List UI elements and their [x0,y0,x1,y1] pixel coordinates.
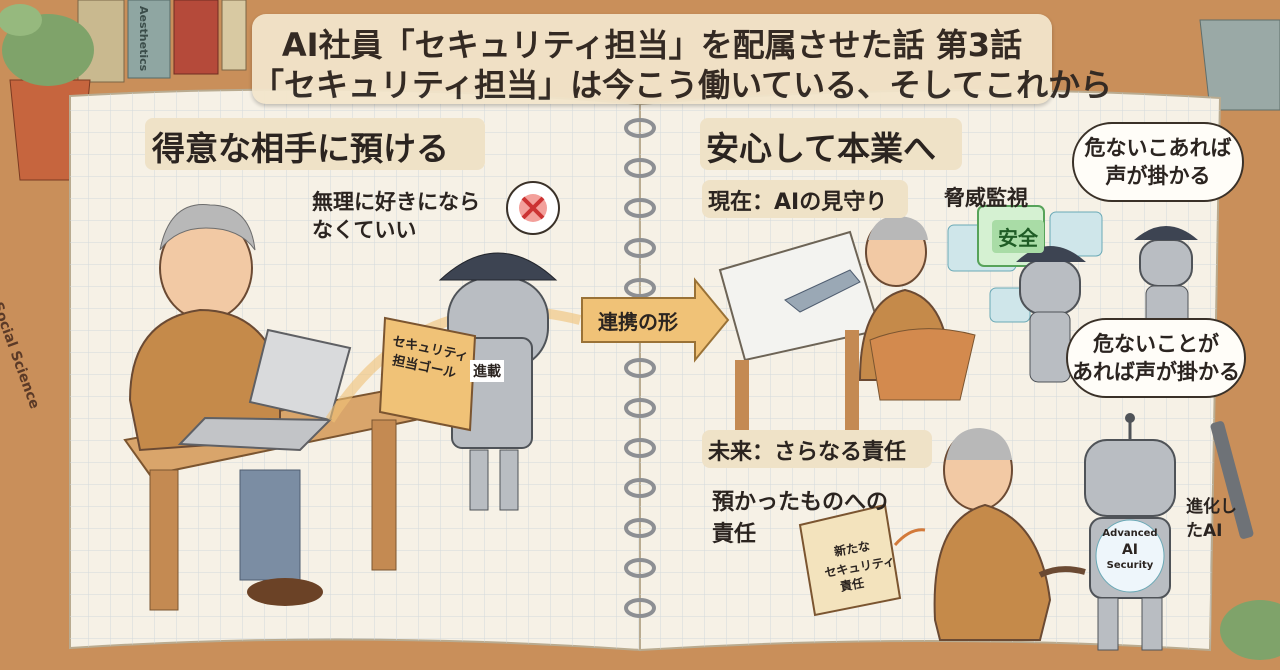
title-banner: AI社員「セキュリティ担当」を配属させた話 第3話 「セキュリティ担当」は今こう… [252,14,1113,104]
robot-chest-line-2: AI [1121,542,1139,558]
bubble-top-line-2: 声が掛かる [1105,164,1211,188]
future-label-chip [702,430,932,468]
title-line-2: 「セキュリティ担当」は今こう働いている、そしてこれから [252,66,1113,104]
safe-badge: 安全 [992,220,1044,253]
future-caption-line-1: 預かったものへの [712,490,889,515]
evolved-ai-line-2: たAI [1186,521,1223,541]
bubble-bottom-line-2: あれば声が掛かる [1072,360,1240,384]
left-caption-line-1: 無理に好きになら [312,190,480,214]
advanced-ai-robot [1084,413,1176,651]
elderly-man-working [128,204,323,606]
present-label: 現在：AIの見守り [708,190,888,215]
bookshelf [77,0,247,83]
handshake [1038,566,1086,578]
pencil [1210,421,1254,539]
present-label-chip [702,180,908,218]
evolved-ai-line-1: 進化し [1186,497,1237,517]
left-heading: 得意な相手に預ける [152,129,449,168]
speech-bubble-bottom: 危ないことが あれば声が掛かる [1066,318,1246,398]
arrow-label: 連携の形 [598,310,678,334]
book-spine-aesthetics: Aesthetics [137,6,150,72]
cross-icon [521,196,545,220]
robot-chest-line-3: Security [1106,560,1154,571]
title-line-1: AI社員「セキュリティ担当」を配属させた話 第3話 [281,26,1023,64]
bubble-bottom-line-1: 危ないことが [1093,332,1219,356]
drafting-table [718,230,882,450]
robot-chest-line-1: Advanced [1102,528,1158,539]
future-label: 未来：さらなる責任 [708,440,907,465]
reject-bubble [506,181,560,235]
chair [869,328,976,401]
scroll [798,503,902,617]
security-goal-folder [378,316,477,432]
robot-badge-left: 進載 [470,360,504,382]
elderly-man-drafting [858,215,976,401]
right-heading-chip [700,118,962,170]
speech-bubble-top: 危ないこあれば 声が掛かる [1072,122,1244,202]
bubble-top-line-1: 危ないこあれば [1084,136,1232,160]
arrow-icon [893,528,926,546]
threat-monitor-label: 脅威監視 [944,186,1028,210]
left-caption-line-2: なくていい [312,218,417,242]
right-heading: 安心して本業へ [706,129,937,168]
laptop [177,328,352,452]
left-heading-chip [145,118,485,170]
spaceship-drawing [784,269,861,313]
elderly-man-handshake [933,428,1052,641]
link-arrow [581,277,730,363]
future-caption-line-2: 責任 [712,522,757,547]
potted-plant-right [1199,19,1280,660]
